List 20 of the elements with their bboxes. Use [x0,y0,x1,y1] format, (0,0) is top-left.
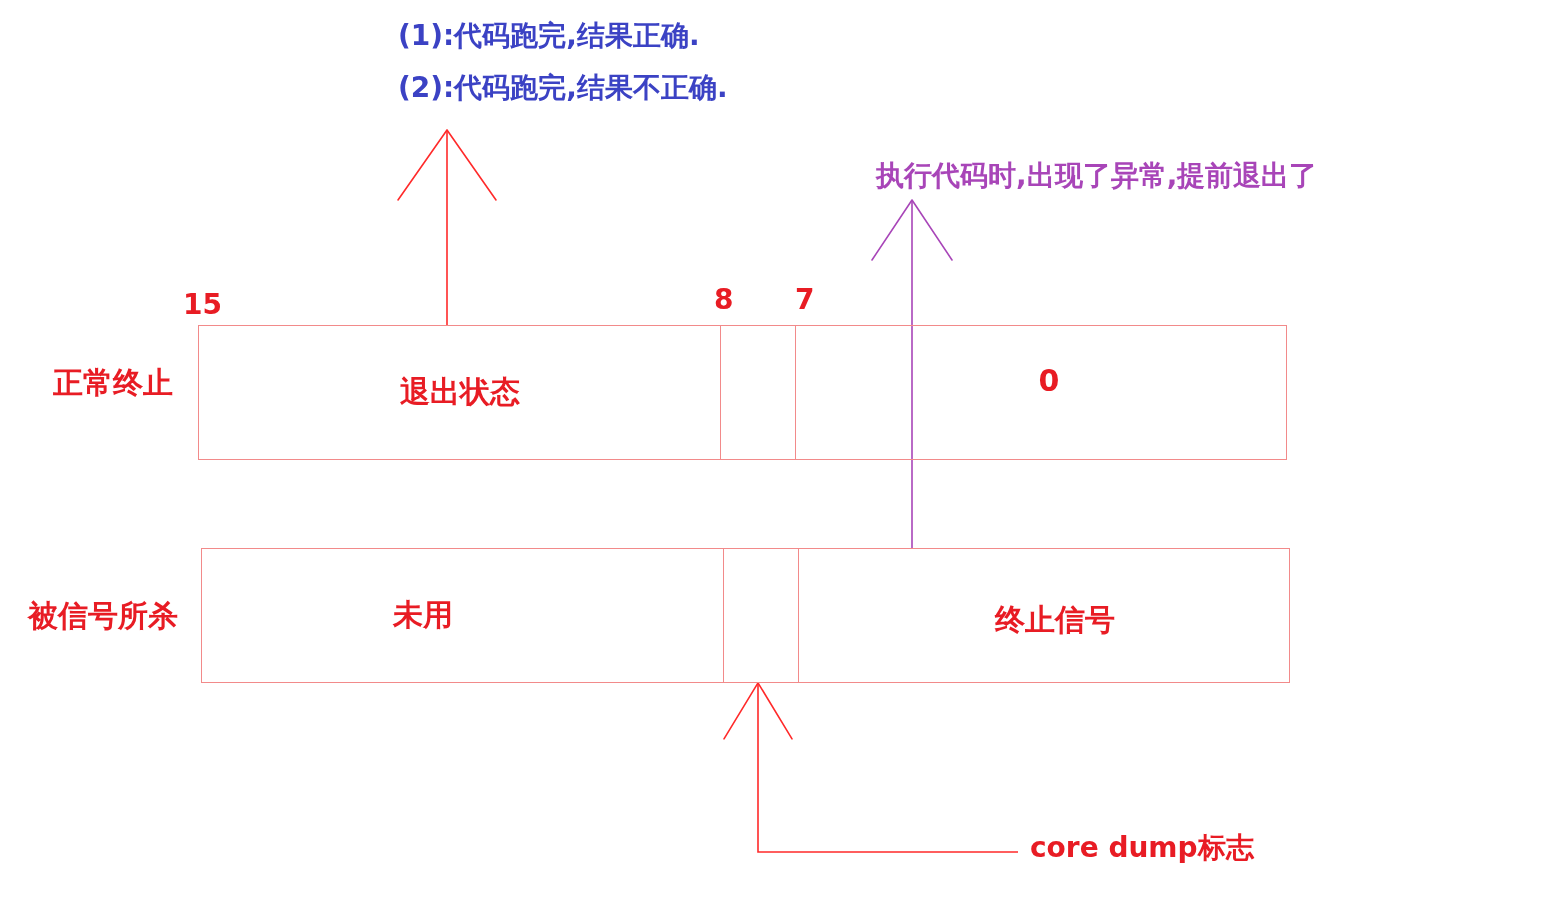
arrow [871,199,953,550]
callout-text: core dump标志 [1018,831,1254,865]
annotation-text: (1):代码跑完,结果正确. [398,19,700,53]
field-label: 退出状态 [199,326,720,459]
row-label: 被信号所杀 [28,598,178,634]
bit-index: 15 [183,288,222,322]
register-box [201,548,1290,683]
annotation-text: (2):代码跑完,结果不正确. [398,71,728,105]
bit-segment [720,324,797,460]
annotation-text: 执行代码时,出现了异常,提前退出了 [876,159,1318,200]
register-box [198,325,1287,460]
bit-index: 7 [795,283,815,317]
row-label: 正常终止 [53,365,173,401]
field-label: 0 [796,326,1286,459]
field-label: 终止信号 [799,549,1289,682]
arrow [397,129,497,327]
bit-index: 8 [714,283,734,317]
field-label: 未用 [202,549,723,682]
bit-segment [723,547,800,683]
arrow [723,682,1019,853]
